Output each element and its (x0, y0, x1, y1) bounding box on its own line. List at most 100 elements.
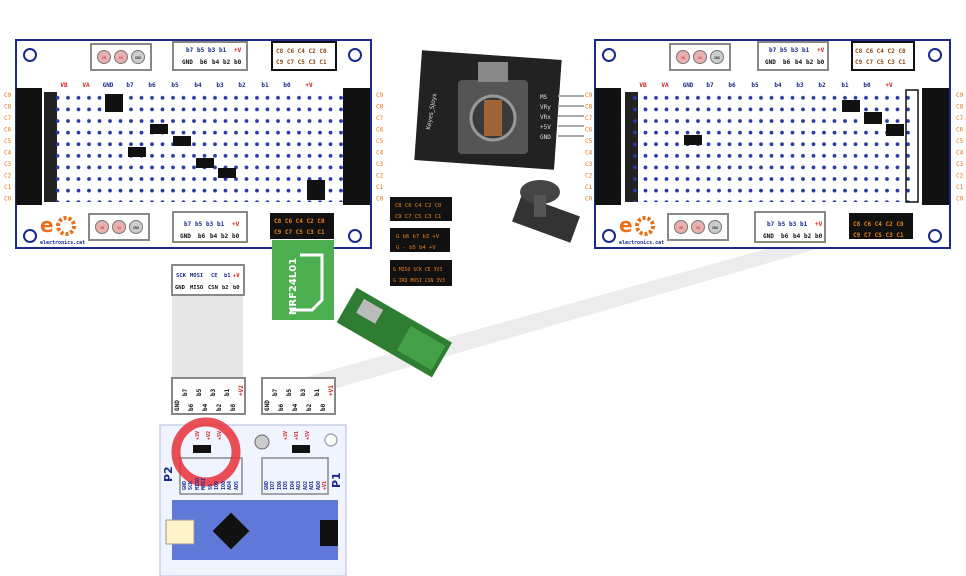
row-label: C6 (4, 127, 12, 134)
port-label: b8 (230, 403, 237, 411)
row-label: C7 (376, 115, 384, 122)
port-label: b3 (210, 388, 217, 396)
round-pad-label: GND (135, 56, 141, 60)
nrf-strip-label: b2 (222, 285, 229, 291)
connector-label: b0 (817, 59, 825, 66)
proto-board-right (594, 39, 951, 249)
connector-label: b4 (210, 233, 218, 240)
connector-label: GND (763, 233, 774, 240)
connector-label: b1 (800, 221, 808, 228)
row-label: C0 (376, 196, 384, 203)
connector-label: b3 (789, 221, 797, 228)
row-label: C0 (585, 196, 593, 203)
row-label: C2 (956, 173, 964, 180)
mcu-header-label: AD4 (227, 481, 233, 490)
column-label: VB (639, 82, 647, 89)
connector-label: b6 (781, 233, 789, 240)
proto-board-left (15, 39, 372, 249)
round-pad (97, 50, 111, 64)
mcu-p1-label: P1 (330, 472, 343, 488)
row-label: C3 (956, 161, 964, 168)
connector-label: b6 (783, 59, 791, 66)
c-connector-label: C8 C6 C4 C2 C0 (274, 218, 325, 225)
c-connector-label: C9 C7 C5 C3 C1 (276, 59, 327, 66)
port-label: b5 (196, 388, 203, 396)
nrf-strip-label: CE (211, 273, 218, 279)
connector-label: b4 (212, 59, 220, 66)
row-label: C5 (585, 138, 593, 145)
connector-label: b3 (791, 47, 799, 54)
column-label: b7 (126, 82, 134, 89)
connector-label: b1 (802, 47, 810, 54)
mcu-header-label: MOSI (201, 478, 207, 490)
row-label: C2 (585, 173, 593, 180)
row-label: C9 (4, 92, 12, 99)
port-label: b4 (202, 403, 209, 411)
mcu-jumper-label: +V2 (206, 431, 212, 440)
column-label: b5 (171, 82, 179, 89)
highlight-circle (171, 417, 241, 487)
row-label: C8 (956, 104, 964, 111)
connector-label: b6 (198, 233, 206, 240)
port-label: GND (174, 400, 181, 411)
column-label: +V (305, 82, 313, 89)
round-pad (674, 220, 688, 234)
nrf-module-photo (336, 287, 452, 378)
port-label: +V2 (238, 385, 245, 396)
logo-text: electronics.cat (40, 240, 85, 246)
center-label: G MISO SCK CE 3V3 (393, 267, 442, 273)
center-label-box-2 (390, 228, 450, 252)
connector-label: b2 (804, 233, 812, 240)
row-label: C8 (4, 104, 12, 111)
connector-label: b1 (217, 221, 225, 228)
round-pad (691, 220, 705, 234)
connector-label: b3 (206, 221, 214, 228)
row-label: C4 (956, 150, 964, 157)
port-label: b3 (300, 388, 307, 396)
column-label: b3 (796, 82, 804, 89)
column-label: b2 (818, 82, 826, 89)
port-label: b6 (188, 403, 195, 411)
connector-label: b7 (769, 47, 777, 54)
round-pad-label: VA (117, 226, 122, 230)
mcu-jumper-label: +3V (283, 431, 289, 440)
mcu-header-label: AD2 (303, 481, 309, 490)
connector-label: b5 (780, 47, 788, 54)
joystick-pin-label: +5V (540, 124, 551, 131)
row-label: C4 (4, 150, 12, 157)
joystick-pin-label: VRx (540, 114, 551, 121)
round-pad (693, 50, 707, 64)
round-pad-label: GND (714, 56, 720, 60)
row-label: C9 (956, 92, 964, 99)
mcu-jumper-label: +5V (305, 431, 311, 440)
column-label: GND (103, 82, 114, 89)
port-right (261, 377, 336, 415)
round-pad-label: VB (679, 226, 683, 230)
column-label: b1 (261, 82, 269, 89)
connector-label: b7 (184, 221, 192, 228)
joystick-pin-label: GND (540, 134, 551, 141)
round-pad (131, 50, 145, 64)
mcu-header-label: SCK (188, 481, 194, 490)
c-connector-label: C9 C7 C5 C3 C1 (853, 232, 904, 239)
mcu-header-label: +V1 (322, 481, 328, 490)
port-label: GND (264, 400, 271, 411)
mcu-header-label: MISO (195, 478, 201, 490)
c-connector-label: C8 C6 C4 C2 C0 (855, 48, 906, 55)
connector-label: b6 (200, 59, 208, 66)
port-label: b7 (182, 388, 189, 396)
column-label: b7 (706, 82, 714, 89)
row-label: C8 (376, 104, 384, 111)
round-pad-label: VB (100, 226, 104, 230)
nrf-strip-label: MISO (190, 285, 204, 291)
column-label: b6 (148, 82, 156, 89)
mcu-header-label: IO6 (277, 481, 283, 490)
mcu-header-label: GND (264, 481, 270, 490)
column-label: VA (661, 82, 669, 89)
nrf-antenna-trace (290, 253, 324, 312)
logo-left: e (40, 213, 76, 237)
joystick-pin-label: MS (540, 94, 548, 101)
connector-label: b5 (778, 221, 786, 228)
row-label: C7 (4, 115, 12, 122)
